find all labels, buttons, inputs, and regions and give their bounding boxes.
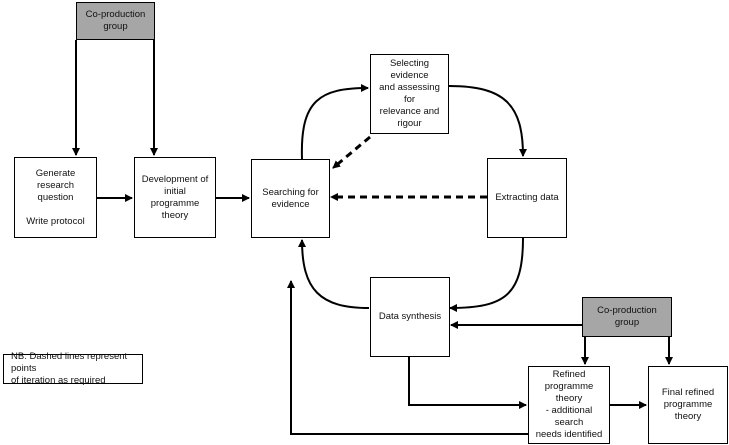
extracting-data-node: Extracting data: [487, 158, 567, 238]
data-synthesis-node: Data synthesis: [370, 277, 450, 357]
edge-searching-to-selecting: [300, 84, 369, 160]
edge-selecting-to-extracting: [448, 85, 527, 157]
searching-for-evidence-node: Searching for evidence: [251, 159, 330, 238]
selecting-evidence-label: Selecting evidence and assessing for rel…: [379, 58, 440, 129]
development-initial-theory-label: Development of initial programme theory: [141, 173, 209, 221]
final-refined-programme-theory-node: Final refined programme theory: [648, 366, 728, 444]
generate-research-question-label: Generate research question: [35, 167, 76, 203]
selecting-evidence-node: Selecting evidence and assessing for rel…: [370, 54, 449, 134]
generate-research-question-node: Generate research question Write protoco…: [14, 157, 97, 238]
refined-programme-theory-label: Refined programme theory - additional se…: [535, 369, 603, 440]
write-protocol-label: Write protocol: [26, 215, 85, 227]
coproduction-group-top-node: Co-production group: [76, 2, 155, 40]
coproduction-group-top-label: Co-production group: [85, 9, 146, 32]
edge-refined-to-searching: [287, 280, 528, 435]
edge-dashed-selecting-to-searching: [332, 135, 371, 170]
legend-note-line2: of iteration as required: [11, 375, 106, 386]
edge-extracting-to-synthesis: [449, 237, 524, 312]
coproduction-group-right-label: Co-production group: [597, 305, 657, 328]
extracting-data-label: Extracting data: [495, 192, 559, 203]
final-refined-programme-theory-label: Final refined programme theory: [661, 387, 715, 422]
legend-note: NB: Dashed lines represent points of ite…: [3, 351, 143, 386]
edge-synthesis-to-searching: [298, 239, 370, 309]
development-initial-theory-node: Development of initial programme theory: [134, 157, 216, 238]
searching-for-evidence-label: Searching for evidence: [262, 186, 319, 210]
legend-note-line1: NB: Dashed lines represent points: [11, 351, 128, 374]
data-synthesis-label: Data synthesis: [378, 311, 442, 322]
refined-programme-theory-node: Refined programme theory - additional se…: [528, 366, 610, 444]
coproduction-group-right-node: Co-production group: [582, 297, 672, 337]
edge-synthesis-to-refined: [408, 356, 527, 409]
